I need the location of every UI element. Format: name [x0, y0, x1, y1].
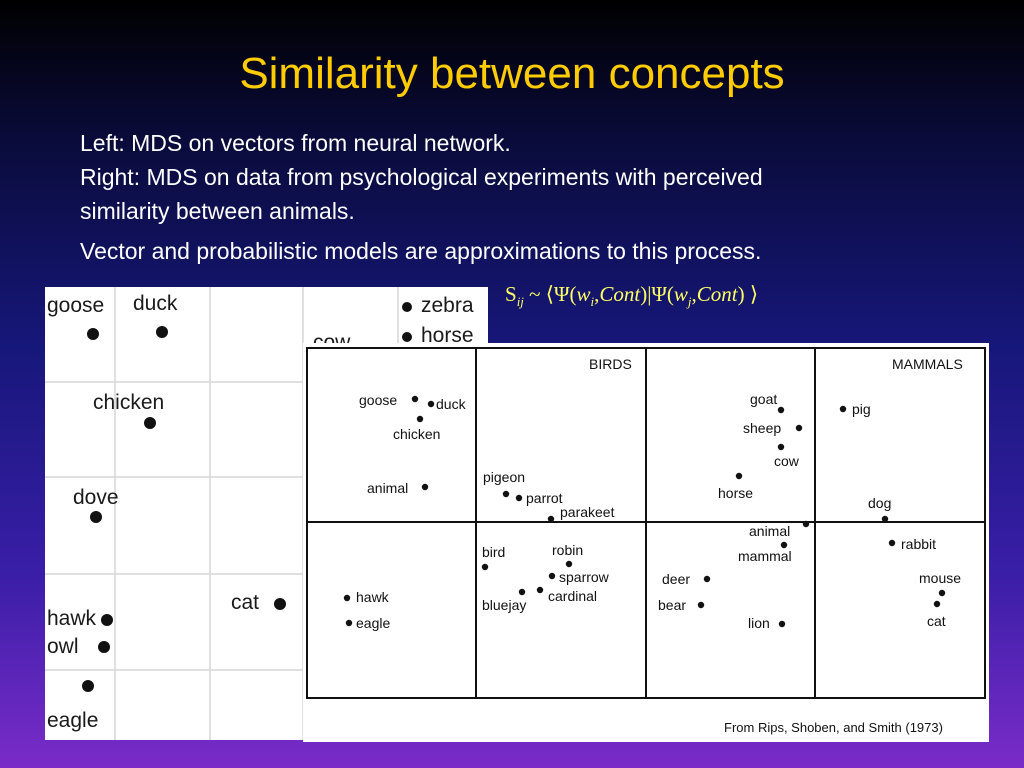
point-duck	[156, 326, 168, 338]
right-label-parrot: parrot	[526, 490, 563, 506]
point-eagle	[82, 680, 94, 692]
right-label-bluejay: bluejay	[482, 597, 526, 613]
left-label-duck: duck	[133, 292, 178, 315]
right-label-goat: goat	[750, 391, 777, 407]
body-line-left: Left: MDS on vectors from neural network…	[80, 130, 511, 156]
point-goose	[87, 328, 99, 340]
right-label-bird: bird	[482, 544, 505, 560]
right-label-dog: dog	[868, 495, 891, 511]
left-label-zebra: zebra	[421, 294, 474, 317]
right-label-deer: deer	[662, 571, 690, 587]
right-label-lion: lion	[748, 615, 770, 631]
point-owl	[98, 641, 110, 653]
body-line-models: Vector and probabilistic models are appr…	[80, 238, 762, 264]
point-cat	[274, 598, 286, 610]
right-label-robin: robin	[552, 542, 583, 558]
right-label-eagle: eagle	[356, 615, 390, 631]
right-label-cat: cat	[927, 613, 946, 629]
right-label-pig: pig	[852, 401, 871, 417]
right-label-rabbit: rabbit	[901, 536, 936, 552]
left-label-goose: goose	[47, 294, 104, 317]
right-label-bear: bear	[658, 597, 686, 613]
right-label-sparrow: sparrow	[559, 569, 610, 585]
slide-title: Similarity between concepts	[239, 49, 785, 98]
left-label-chicken: chicken	[93, 391, 164, 414]
right-label-mammal: mammal	[738, 548, 792, 564]
birds-quadrant-label: BIRDS	[589, 356, 632, 372]
point-dove	[90, 511, 102, 523]
body-line-right: Right: MDS on data from psychological ex…	[80, 164, 763, 190]
point-horse	[402, 332, 412, 342]
left-label-dove: dove	[73, 486, 119, 509]
right-label-duck: duck	[436, 396, 467, 412]
right-label-hawk: hawk	[356, 589, 390, 605]
left-label-cat: cat	[231, 591, 259, 614]
point-zebra	[402, 302, 412, 312]
right-label-mouse: mouse	[919, 570, 961, 586]
psychological-mds-figure: BIRDS MAMMALS goose duck chicken animal …	[303, 343, 989, 742]
left-label-eagle: eagle	[47, 709, 98, 732]
right-label-parakeet: parakeet	[560, 504, 615, 520]
citation: From Rips, Shoben, and Smith (1973)	[724, 720, 943, 735]
similarity-formula: Sij ~ ⟨Ψ(wi,Cont)|Ψ(wj,Cont) ⟩	[505, 282, 759, 310]
right-label-animal-birds: animal	[367, 480, 408, 496]
body-line-similarity: similarity between animals.	[80, 198, 355, 224]
psychological-mds-svg: BIRDS MAMMALS goose duck chicken animal …	[306, 347, 986, 735]
point-chicken	[144, 417, 156, 429]
right-label-sheep: sheep	[743, 420, 781, 436]
right-label-cow: cow	[774, 453, 800, 469]
mammals-quadrant-label: MAMMALS	[892, 356, 963, 372]
right-label-chicken: chicken	[393, 426, 440, 442]
point-hawk	[101, 614, 113, 626]
left-label-owl: owl	[47, 635, 79, 658]
right-label-animal-mammals: animal	[749, 523, 790, 539]
right-label-cardinal: cardinal	[548, 588, 597, 604]
right-label-pigeon: pigeon	[483, 469, 525, 485]
right-label-goose: goose	[359, 392, 397, 408]
right-label-horse: horse	[718, 485, 753, 501]
left-label-horse: horse	[421, 324, 474, 347]
left-label-hawk: hawk	[47, 607, 97, 630]
